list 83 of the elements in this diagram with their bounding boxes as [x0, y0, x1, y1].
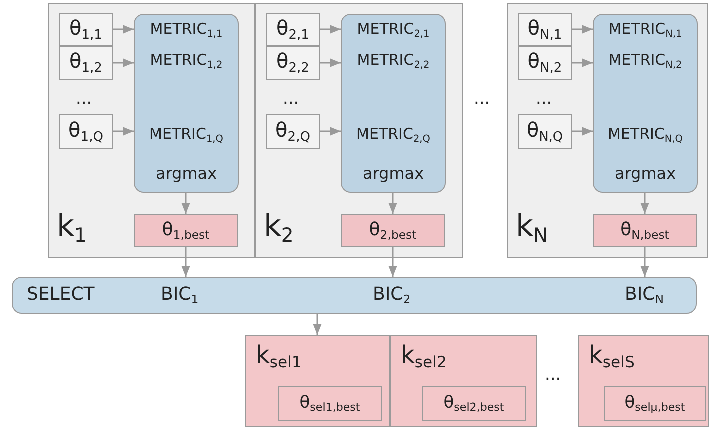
- selected-cluster-label: k$_{sel2}$: [401, 342, 447, 372]
- arrow: [320, 25, 341, 34]
- cluster-label: k$_{2}$: [264, 210, 294, 246]
- arrow: [572, 25, 593, 34]
- select-label: SELECT: [27, 285, 95, 305]
- parameter-box: [266, 114, 320, 149]
- best-parameter-box: [341, 214, 445, 247]
- argmax-label: argmax: [156, 165, 218, 183]
- ellipsis-label: ...: [76, 90, 92, 109]
- metric-panel: [134, 14, 239, 193]
- parameter-label: θ$_{2,1}$: [276, 16, 310, 43]
- argmax-label: argmax: [614, 165, 676, 183]
- best-parameter-label: θ$_{1,best}$: [162, 220, 210, 242]
- metric-label: METRIC$_{1,Q}$: [150, 126, 224, 146]
- metric-label: METRIC$_{N,Q}$: [608, 126, 683, 146]
- selected-cluster-panel: [245, 335, 390, 427]
- best-parameter-box: [593, 214, 697, 247]
- parameter-label: θ$_{N,2}$: [528, 50, 562, 76]
- arrow: [388, 193, 398, 214]
- arrow: [182, 193, 190, 214]
- bic-label: BIC$_{2}$: [373, 285, 411, 306]
- parameter-box: [59, 114, 113, 149]
- arrow: [113, 58, 134, 68]
- best-parameter-label: θ$_{2,best}$: [369, 220, 417, 242]
- parameter-box: [518, 46, 572, 80]
- metric-label: METRIC$_{2,1}$: [357, 21, 430, 41]
- parameter-box: [266, 46, 320, 80]
- parameter-box: [59, 46, 113, 80]
- metric-label: METRIC$_{N,1}$: [608, 21, 682, 41]
- metric-label: METRIC$_{2,Q}$: [356, 126, 430, 146]
- metric-label: METRIC$_{1,2}$: [150, 52, 223, 72]
- cluster-label: k$_{N}$: [516, 210, 548, 246]
- metric-label: METRIC$_{N,2}$: [608, 52, 682, 72]
- cluster-panel: [48, 3, 255, 258]
- arrow: [182, 247, 190, 277]
- parameter-box: [518, 13, 572, 46]
- parameter-label: θ$_{1,Q}$: [68, 118, 104, 145]
- ellipsis-label: ...: [474, 90, 490, 109]
- ellipsis-label: ...: [545, 366, 562, 385]
- arrow: [388, 247, 398, 277]
- best-parameter-label: θ$_{N,best}$: [620, 220, 670, 242]
- selected-cluster-label: k$_{selS}$: [589, 342, 635, 372]
- selected-cluster-panel: [578, 335, 709, 427]
- select-bar: [12, 277, 697, 314]
- parameter-label: θ$_{N,Q}$: [526, 118, 564, 145]
- parameter-label: θ$_{2,Q}$: [276, 118, 310, 145]
- parameter-label: θ$_{2,2}$: [276, 50, 310, 76]
- bic-label: BIC$_{N}$: [625, 285, 664, 306]
- parameter-label: θ$_{N,1}$: [528, 16, 562, 43]
- ellipsis-label: ...: [283, 90, 300, 109]
- parameter-box: [518, 114, 572, 149]
- metric-label: METRIC$_{2,2}$: [357, 52, 430, 72]
- arrow: [640, 247, 650, 277]
- arrow: [572, 58, 593, 68]
- arrow: [320, 127, 341, 136]
- arrow: [640, 193, 650, 214]
- selected-parameter-label: θ$_{sel2,best}$: [444, 393, 504, 414]
- selected-cluster-panel: [390, 335, 537, 427]
- parameter-box: [266, 13, 320, 46]
- selected-parameter-box: [422, 386, 526, 421]
- selected-cluster-label: k$_{sel1}$: [256, 342, 302, 372]
- cluster-label: k$_{1}$: [57, 210, 87, 246]
- selected-parameter-label: θ$_{selμ,best}$: [624, 393, 686, 414]
- arrow: [313, 314, 322, 335]
- cluster-panel: [507, 3, 708, 258]
- ellipsis-label: ...: [536, 90, 552, 109]
- selected-parameter-box: [278, 386, 382, 421]
- argmax-label: argmax: [362, 165, 424, 183]
- parameter-label: θ$_{1,1}$: [70, 16, 102, 43]
- selected-parameter-box: [604, 386, 706, 421]
- cluster-panel: [255, 3, 463, 258]
- parameter-label: θ$_{1,2}$: [70, 50, 102, 76]
- parameter-box: [59, 13, 113, 46]
- arrow: [572, 127, 593, 136]
- metric-panel: [341, 14, 446, 193]
- selected-parameter-label: θ$_{sel1,best}$: [300, 393, 360, 414]
- arrow: [113, 25, 134, 34]
- arrow: [113, 127, 134, 136]
- arrow: [320, 58, 341, 68]
- metric-label: METRIC$_{1,1}$: [150, 21, 223, 41]
- bic-label: BIC$_{1}$: [161, 285, 199, 306]
- metric-panel: [593, 14, 698, 193]
- best-parameter-box: [134, 214, 238, 247]
